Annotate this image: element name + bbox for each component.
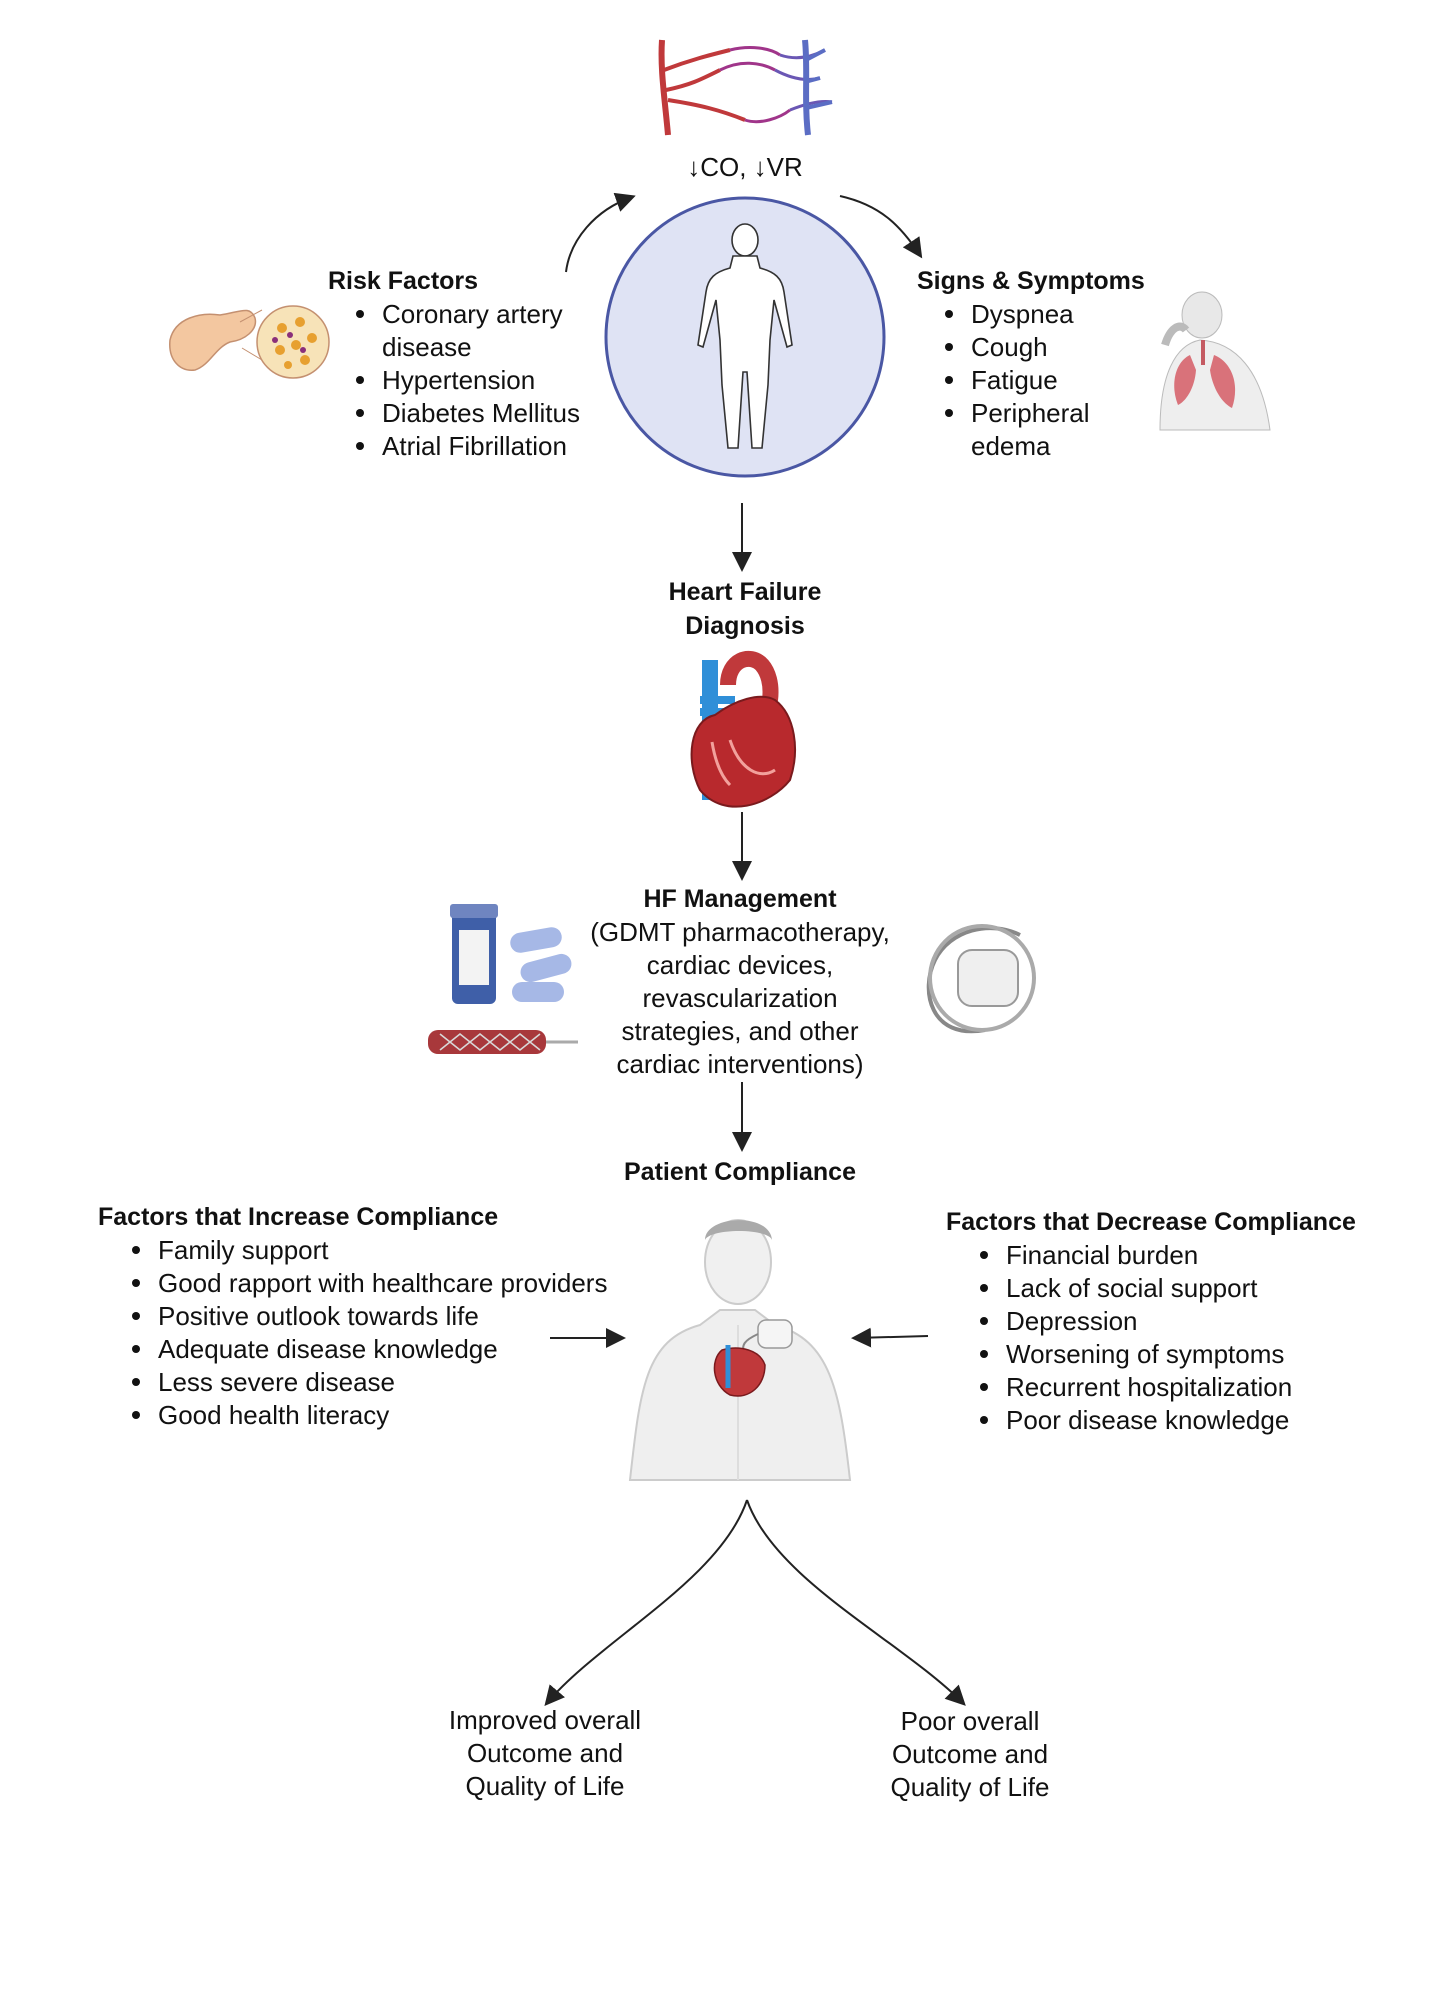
list-item: Coronary artery disease bbox=[352, 298, 618, 364]
list-item: Poor disease knowledge bbox=[976, 1404, 1406, 1437]
management-title: HF Management bbox=[643, 885, 837, 913]
list-item: Dyspnea bbox=[941, 298, 1167, 331]
increase-compliance-block: Factors that Increase Compliance Family … bbox=[98, 1200, 658, 1432]
human-circle-icon bbox=[604, 196, 886, 478]
heart-icon bbox=[690, 650, 796, 808]
flow-arrows bbox=[544, 192, 966, 1707]
signs-symptoms-block: Signs & Symptoms Dyspnea Cough Fatigue P… bbox=[917, 264, 1167, 463]
list-item: Atrial Fibrillation bbox=[352, 430, 618, 463]
decrease-compliance-title: Factors that Decrease Compliance bbox=[946, 1208, 1356, 1236]
diagnosis-title: Heart Failure Diagnosis bbox=[668, 578, 822, 640]
increase-compliance-list: Family support Good rapport with healthc… bbox=[128, 1234, 658, 1432]
list-item: Hypertension bbox=[352, 364, 618, 397]
medication-icon bbox=[450, 904, 572, 1004]
list-item: Worsening of symptoms bbox=[976, 1338, 1406, 1371]
patient-torso-icon bbox=[628, 1219, 852, 1481]
list-item: Positive outlook towards life bbox=[128, 1300, 658, 1333]
list-item: Diabetes Mellitus bbox=[352, 397, 618, 430]
list-item: Depression bbox=[976, 1305, 1406, 1338]
signs-symptoms-title: Signs & Symptoms bbox=[917, 267, 1145, 295]
increase-compliance-title: Factors that Increase Compliance bbox=[98, 1203, 499, 1231]
management-block: HF Management (GDMT pharmacotherapy, car… bbox=[570, 882, 910, 1081]
list-item: Cough bbox=[941, 331, 1167, 364]
list-item: Family support bbox=[128, 1234, 658, 1267]
list-item: Less severe disease bbox=[128, 1366, 658, 1399]
coughing-person-icon bbox=[1159, 291, 1271, 431]
improved-outcome-label: Improved overall Outcome and Quality of … bbox=[448, 1705, 642, 1801]
stent-icon bbox=[428, 1030, 578, 1054]
arrow-risk-to-circulation bbox=[565, 192, 636, 273]
patient-compliance-title: Patient Compliance bbox=[624, 1158, 856, 1186]
list-item: Good rapport with healthcare providers bbox=[128, 1267, 658, 1300]
risk-factors-block: Risk Factors Coronary artery disease Hyp… bbox=[328, 264, 618, 463]
decrease-compliance-block: Factors that Decrease Compliance Financi… bbox=[946, 1205, 1406, 1437]
arrow-to-poor bbox=[746, 1499, 966, 1706]
list-item: Fatigue bbox=[941, 364, 1167, 397]
signs-symptoms-list: Dyspnea Cough Fatigue Peripheral edema bbox=[941, 298, 1167, 463]
list-item: Peripheral edema bbox=[941, 397, 1121, 463]
risk-factors-title: Risk Factors bbox=[328, 267, 479, 295]
list-item: Financial burden bbox=[976, 1239, 1406, 1272]
list-item: Adequate disease knowledge bbox=[128, 1333, 658, 1366]
arrow-circulation-to-symptoms bbox=[839, 195, 923, 259]
poor-outcome-label: Poor overall Outcome and Quality of Life bbox=[890, 1706, 1050, 1802]
list-item: Lack of social support bbox=[976, 1272, 1406, 1305]
arrow-decrease-to-patient bbox=[851, 1327, 929, 1348]
pacemaker-icon bbox=[926, 924, 1036, 1034]
list-item: Good health literacy bbox=[128, 1399, 658, 1432]
decrease-compliance-list: Financial burden Lack of social support … bbox=[976, 1239, 1406, 1437]
co-vr-label: ↓CO, ↓VR bbox=[687, 152, 803, 182]
pancreas-icon bbox=[169, 305, 330, 379]
list-item: Recurrent hospitalization bbox=[976, 1371, 1406, 1404]
capillary-network-icon bbox=[658, 39, 833, 136]
risk-factors-list: Coronary artery disease Hypertension Dia… bbox=[352, 298, 618, 463]
arrow-to-improved bbox=[544, 1499, 748, 1707]
